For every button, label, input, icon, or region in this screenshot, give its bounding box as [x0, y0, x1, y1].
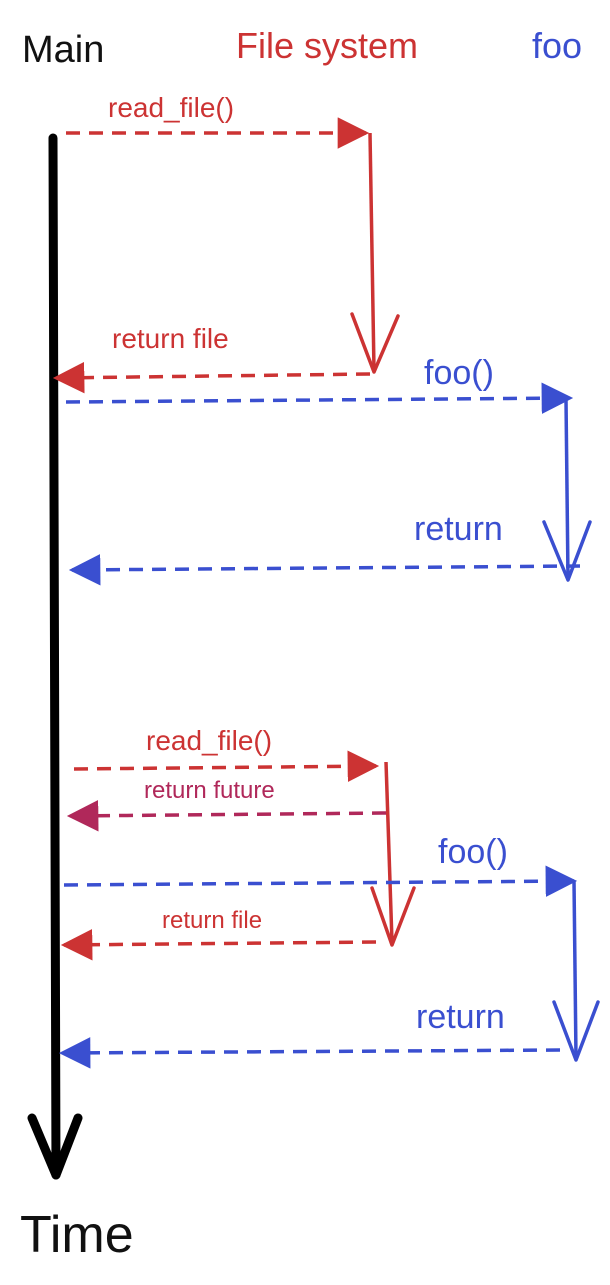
file-system-processing-line-1: [368, 132, 376, 371]
foo-processing-arrowhead-2: [552, 1000, 600, 1062]
foo-return-label-2: return: [416, 998, 505, 1036]
read-file-call-label-2: read_file(): [146, 725, 272, 756]
foo-call-label-1: foo(): [424, 354, 494, 392]
read-file-call-label-1: read_file(): [108, 92, 234, 123]
foo-call-arrow-2: [63, 865, 578, 897]
foo-return-arrow-1: [68, 554, 581, 586]
foo-return-label-1: return: [414, 510, 503, 548]
file-system-processing-line-2: [384, 761, 394, 943]
main-timeline: [27, 133, 83, 1180]
return-future-label: return future: [144, 777, 275, 804]
main-timeline-arrowhead: [27, 1113, 83, 1180]
foo-processing-line-1: [564, 399, 570, 579]
header-file-system: File system: [236, 25, 418, 66]
foo-processing-arrowhead-1: [542, 520, 592, 582]
foo-call-arrow-1: [65, 382, 574, 414]
header-foo: foo: [532, 25, 582, 66]
header-main: Main: [22, 29, 104, 71]
foo-call-label-2: foo(): [438, 833, 508, 871]
foo-processing-line-2: [572, 880, 578, 1059]
file-system-processing-arrowhead-1: [350, 312, 400, 374]
time-axis-label: Time: [20, 1206, 134, 1264]
return-file-label-2: return file: [162, 907, 262, 934]
return-file-label-1: return file: [112, 323, 229, 354]
return-file-arrow-1: [52, 361, 371, 394]
read-file-call-arrow-2: [73, 750, 380, 783]
foo-return-arrow-2: [58, 1037, 561, 1069]
main-timeline-line: [48, 133, 61, 1180]
return-file-arrow-2: [60, 928, 377, 961]
return-future-arrow: [66, 799, 387, 832]
file-system-processing-arrowhead-2: [370, 886, 416, 947]
